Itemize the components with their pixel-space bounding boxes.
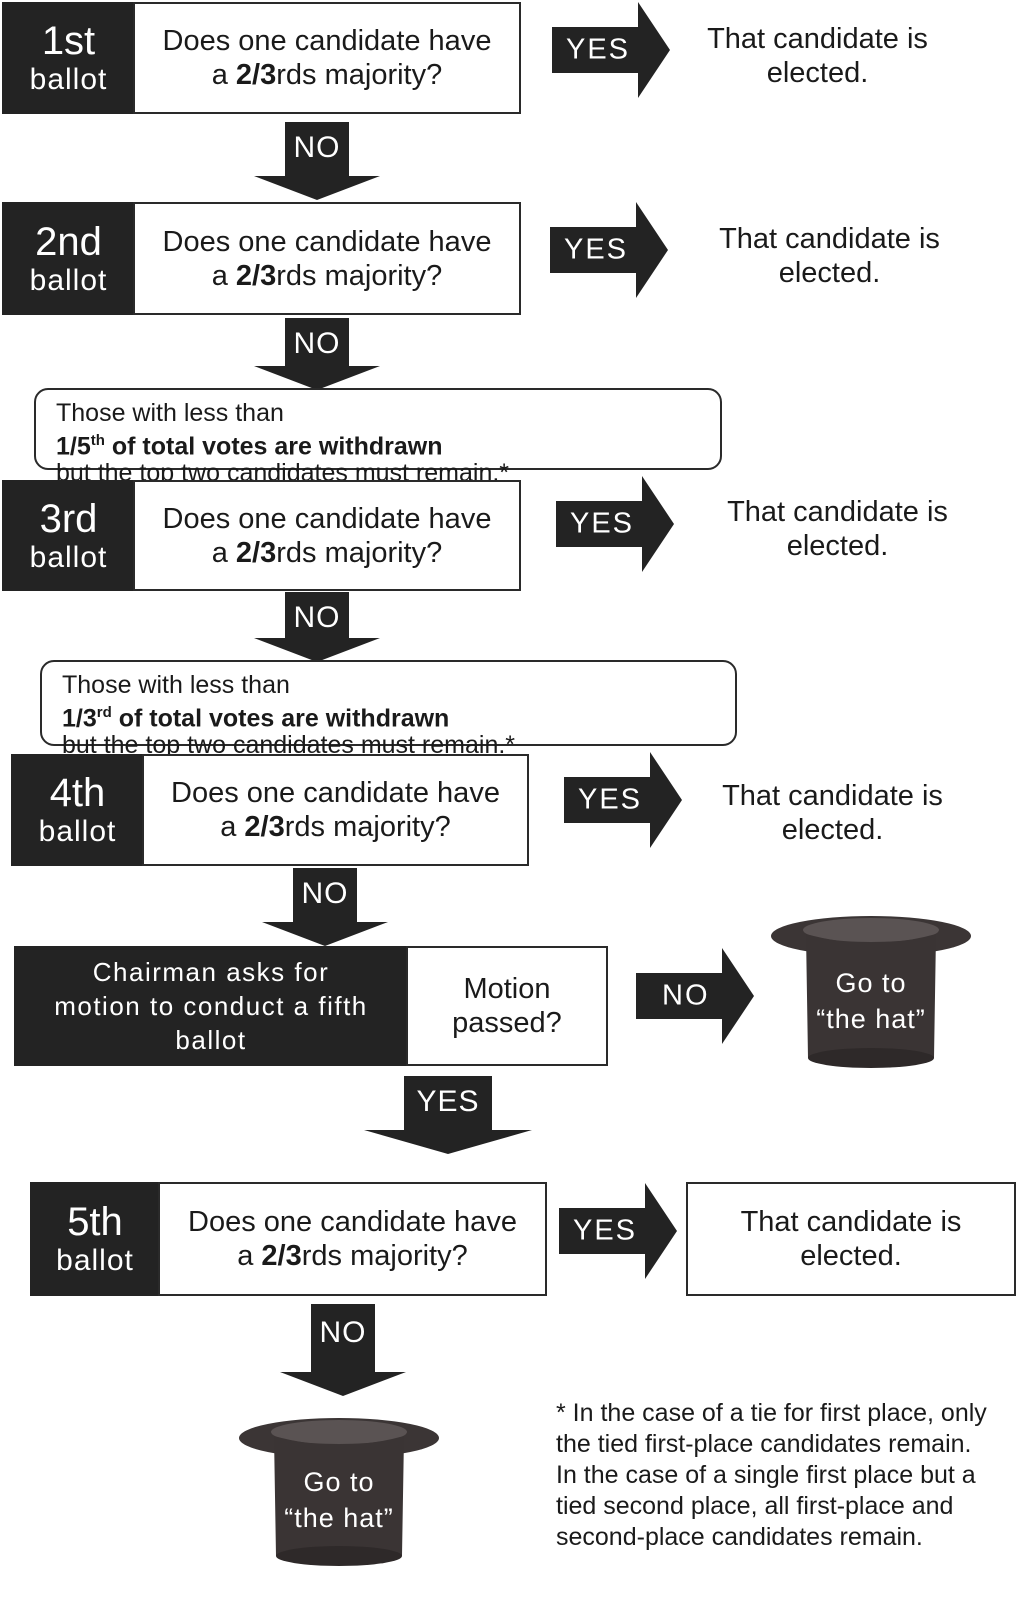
yes-arrow-4: YES xyxy=(564,752,684,848)
hat-icon-2: Go to“the hat” xyxy=(236,1412,442,1572)
ballot-label-1: 1st ballot xyxy=(2,2,135,114)
yes-arrow-2: YES xyxy=(550,202,670,298)
yes-arrow-motion: YES xyxy=(362,1076,534,1154)
ballot-label-4: 4th ballot xyxy=(11,754,144,866)
majority-question-3: Does one candidate have a 2/3rds majorit… xyxy=(133,480,521,591)
ballot-label-3: 3rd ballot xyxy=(2,480,135,591)
majority-question-1: Does one candidate have a 2/3rds majorit… xyxy=(133,2,521,114)
ballot-label-2: 2nd ballot xyxy=(2,202,135,315)
ballot-label-5: 5th ballot xyxy=(30,1182,160,1296)
yes-label: YES xyxy=(566,33,631,66)
tie-footnote: * In the case of a tie for first place, … xyxy=(556,1399,987,1551)
ballot-word: ballot xyxy=(29,63,108,97)
no-arrow-5: NO xyxy=(278,1304,408,1396)
withdrawal-note-2: Those with less than 1/3rd of total vote… xyxy=(40,660,737,759)
motion-passed-question: Motion passed? xyxy=(406,946,608,1066)
no-label: NO xyxy=(293,131,341,164)
no-arrow-1: NO xyxy=(252,122,382,200)
withdrawal-note-1: Those with less than 1/5th of total vote… xyxy=(34,388,722,487)
no-arrow-4: NO xyxy=(260,868,390,946)
chairman-motion-box: Chairman asks for motion to conduct a fi… xyxy=(14,946,408,1066)
majority-question-2: Does one candidate have a 2/3rds majorit… xyxy=(133,202,521,315)
majority-question-5: Does one candidate have a 2/3rds majorit… xyxy=(158,1182,547,1296)
hat-icon-1: Go to“the hat” xyxy=(768,910,974,1070)
no-arrow-2: NO xyxy=(252,318,382,390)
ballot-number: 1st xyxy=(41,19,96,64)
yes-arrow-1: YES xyxy=(552,2,672,98)
yes-arrow-3: YES xyxy=(556,476,676,572)
no-arrow-motion: NO xyxy=(636,948,756,1044)
majority-question-4: Does one candidate have a 2/3rds majorit… xyxy=(142,754,529,866)
yes-arrow-5: YES xyxy=(559,1183,679,1279)
no-arrow-3: NO xyxy=(252,592,382,662)
